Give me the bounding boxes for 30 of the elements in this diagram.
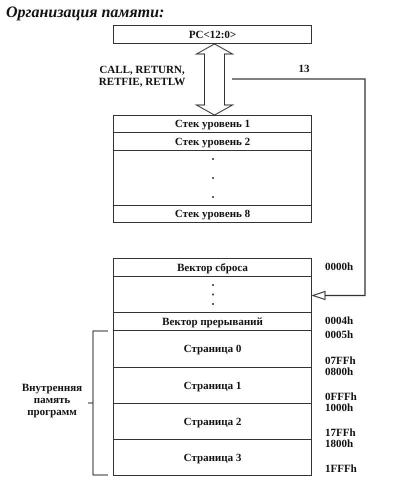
memory-region-label: Внутренняя память программ: [20, 382, 84, 418]
bus-arrow: [232, 78, 366, 300]
address-label: 0005h: [325, 329, 354, 341]
address-label: 0000h: [325, 261, 354, 273]
address-label: 1800h: [325, 438, 354, 450]
cell-label: Стек уровень 1: [174, 118, 250, 130]
address-label: 0004h: [325, 315, 354, 327]
memory-cell: [113, 205, 312, 223]
cell-label: Вектор сброса: [177, 262, 248, 274]
memory-cell: [113, 132, 312, 151]
address-label: 1FFFh: [325, 463, 357, 475]
address-label: 1000h: [325, 402, 354, 414]
title: Организация памяти:: [6, 4, 164, 22]
ellipsis-box: [113, 276, 312, 313]
address-label: 07FFh: [325, 355, 356, 367]
double-arrow: [194, 43, 234, 116]
ellipsis-box: [113, 150, 312, 206]
memory-cell: [113, 115, 312, 133]
cell-label: PC<12:0>: [188, 28, 236, 40]
cell-label: Стек уровень 2: [174, 136, 250, 148]
cell-label: Страница 1: [184, 380, 242, 392]
address-label: 0800h: [325, 366, 354, 378]
memory-cell: [113, 25, 312, 44]
cell-label: Вектор прерываний: [162, 316, 263, 328]
cell-label: Страница 2: [184, 416, 242, 428]
address-label: 17FFh: [325, 427, 356, 439]
cell-label: Стек уровень 8: [174, 208, 250, 220]
address-label: 0FFFh: [325, 391, 357, 403]
cell-label: Страница 0: [184, 343, 242, 355]
cell-label: Страница 3: [184, 452, 242, 464]
